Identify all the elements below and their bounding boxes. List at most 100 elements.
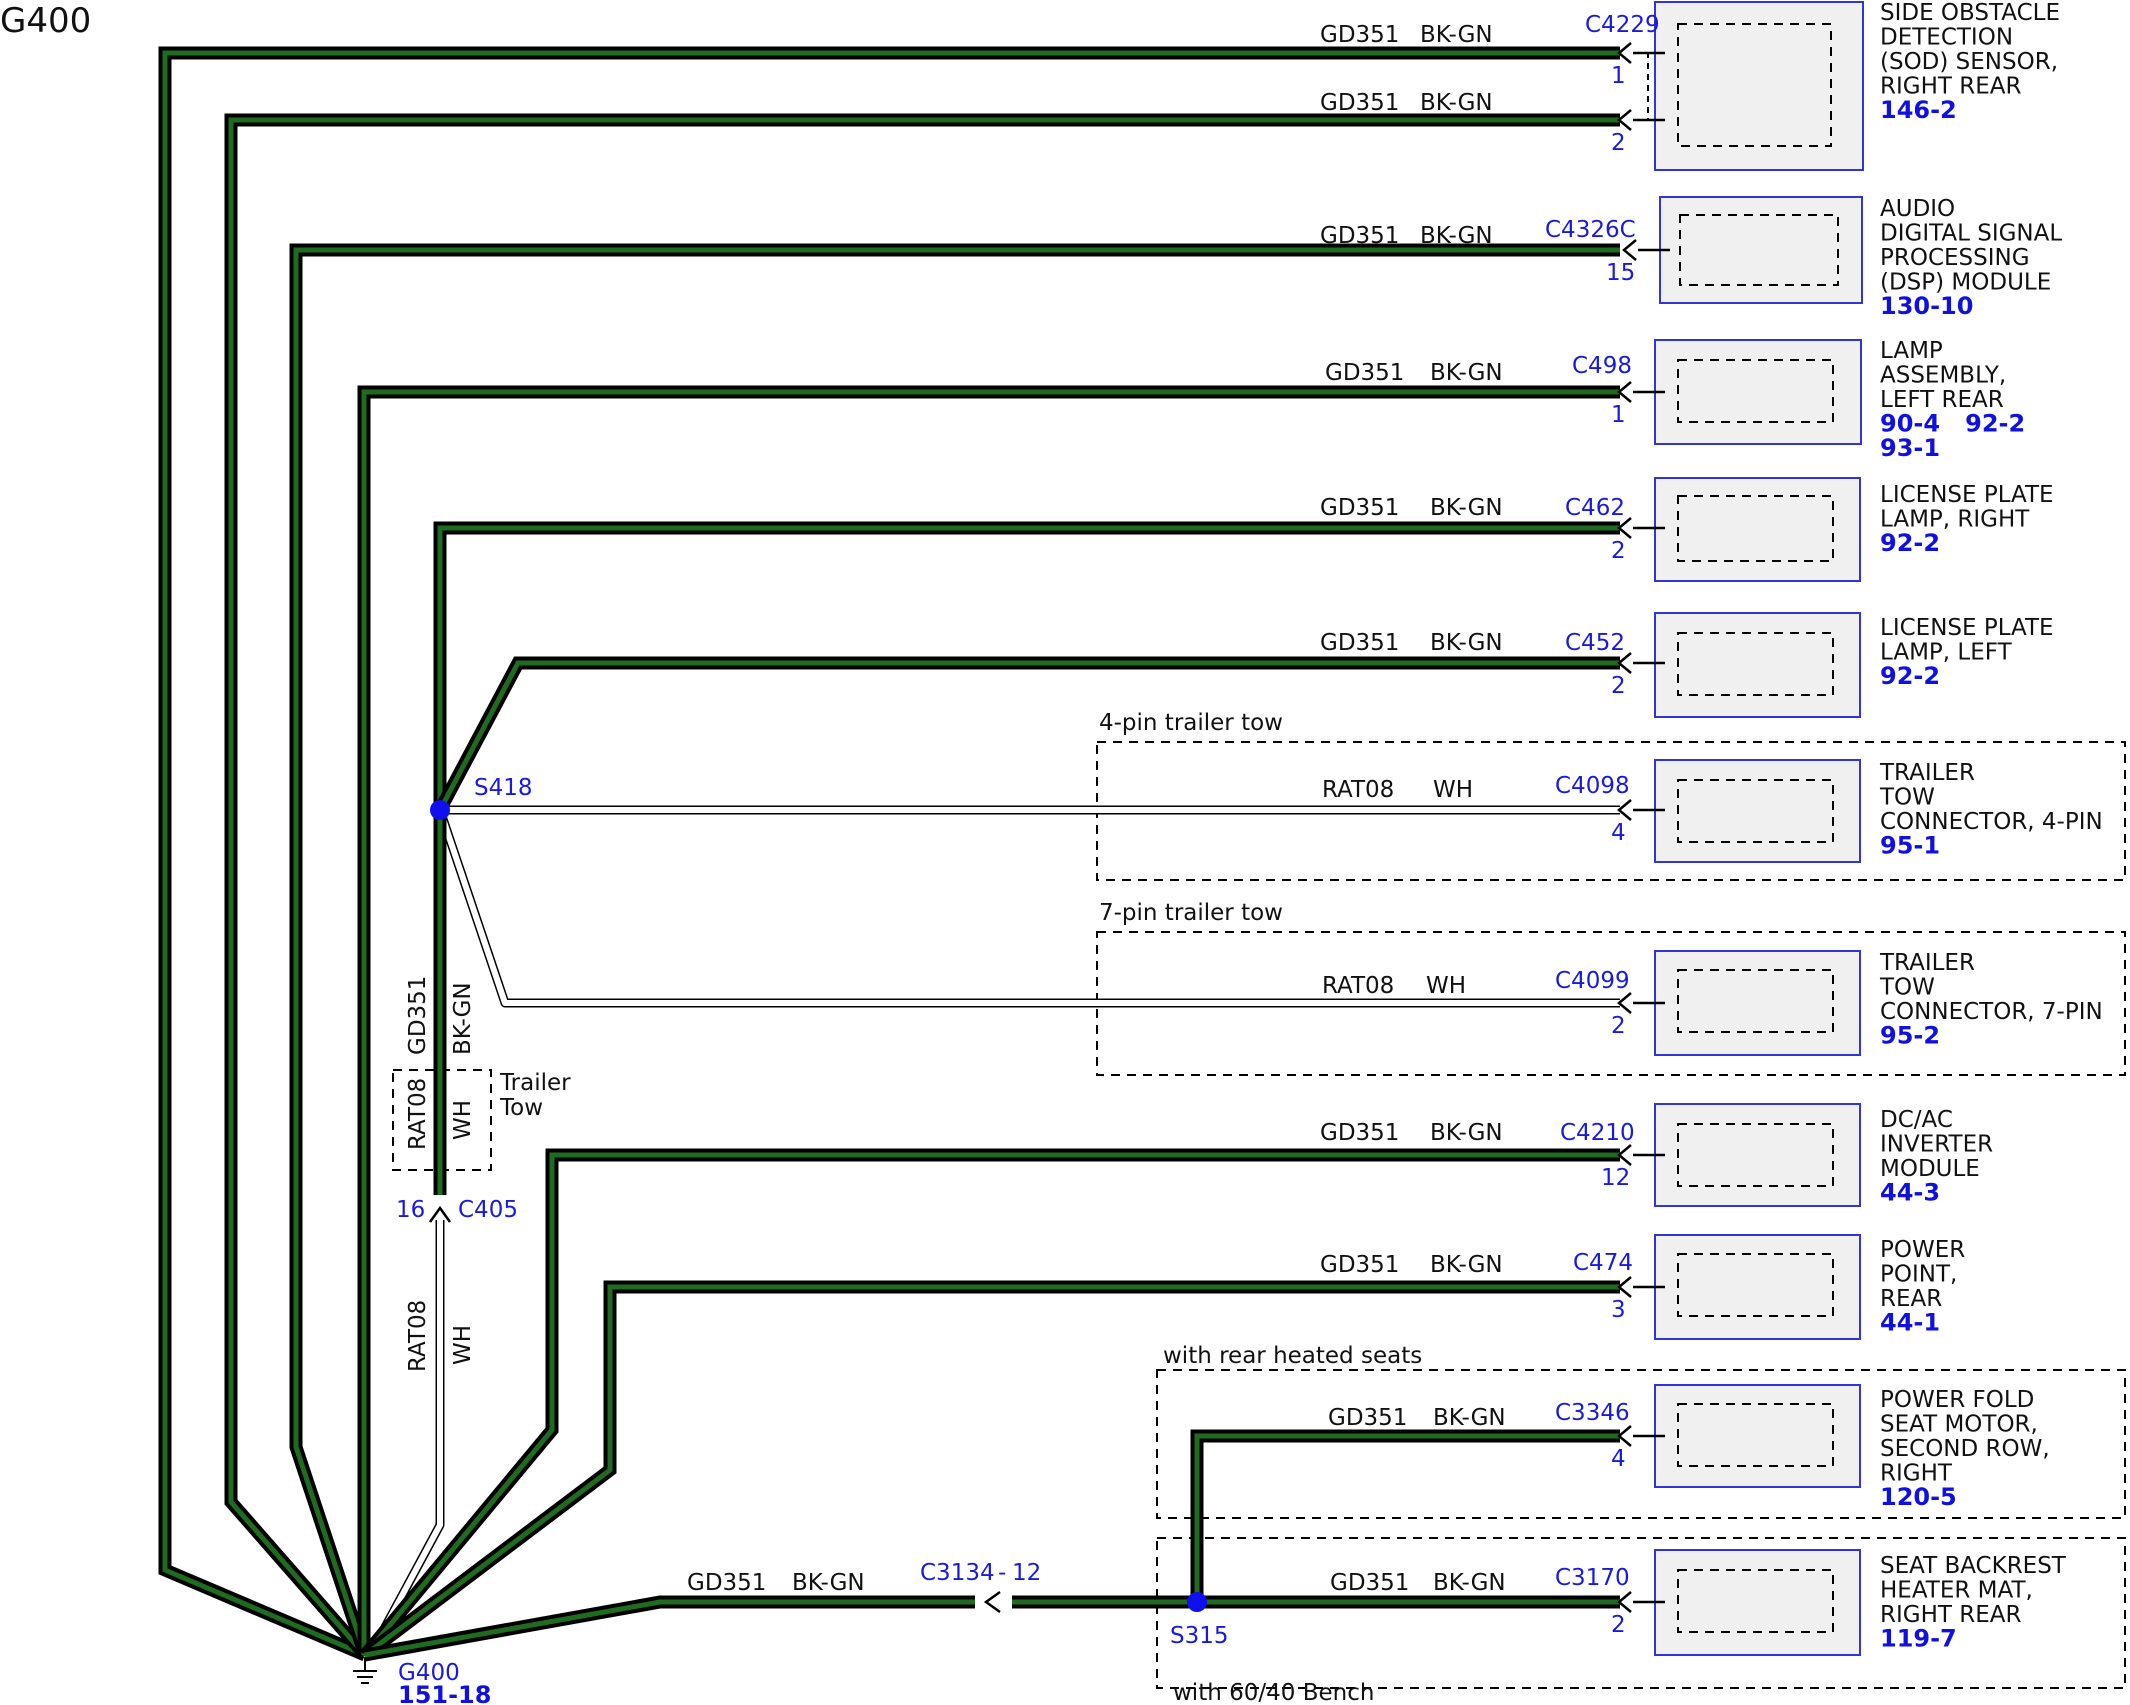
component-name-c3346-2: SEAT MOTOR, bbox=[1880, 1412, 2038, 1438]
component-ref-c474-1: 44-1 bbox=[1880, 1309, 1940, 1337]
option-label-4pin: 4-pin trailer tow bbox=[1099, 710, 1283, 736]
component-box-c3346 bbox=[1654, 1384, 1861, 1488]
component-name-c4098-3: CONNECTOR, 4-PIN bbox=[1880, 809, 2103, 835]
component-box-c4099 bbox=[1654, 950, 1861, 1056]
pin-number-c4229-2: 2 bbox=[1611, 130, 1626, 156]
c3134-pin: 12 bbox=[1012, 1560, 1041, 1586]
wire-id-c452-1: GD351 bbox=[1320, 630, 1399, 656]
component-ref-c498-2: 93-1 bbox=[1880, 434, 1940, 462]
c405-connector: C405 bbox=[458, 1197, 518, 1223]
component-ref-c3170-1: 119-7 bbox=[1880, 1625, 1957, 1653]
component-name-c4099-2: TOW bbox=[1879, 975, 1935, 1001]
component-name-c452-2: LAMP, LEFT bbox=[1880, 640, 2013, 666]
pin-number-c3346-1: 4 bbox=[1611, 1446, 1626, 1472]
component-name-c3170-1: SEAT BACKREST bbox=[1880, 1553, 2067, 1579]
connector-id-c4326c: C4326C bbox=[1545, 217, 1636, 243]
vertical-wire-trailer-label-lower: RAT08 bbox=[405, 1300, 431, 1372]
c3134-color: BK-GN bbox=[792, 1570, 865, 1596]
wire-id-c4229-1: GD351 bbox=[1320, 22, 1399, 48]
wire-c498 bbox=[357, 385, 1620, 1655]
pin-number-c462-1: 2 bbox=[1611, 538, 1626, 564]
wire-id-c498-1: GD351 bbox=[1325, 360, 1404, 386]
component-name-c4210-2: INVERTER bbox=[1880, 1132, 1993, 1158]
connector-id-c4210: C4210 bbox=[1560, 1120, 1635, 1146]
component-box-c474 bbox=[1654, 1234, 1861, 1340]
c405-connector-symbol bbox=[428, 1205, 452, 1223]
component-name-c4229-1: SIDE OBSTACLE bbox=[1880, 0, 2060, 26]
connector-arrow-c498-1 bbox=[1617, 381, 1632, 403]
wire-id-c4099-1: RAT08 bbox=[1322, 973, 1394, 999]
component-box-c4229 bbox=[1654, 1, 1864, 171]
wire-color-c4098-1: WH bbox=[1433, 777, 1473, 803]
component-inner-c4098 bbox=[1677, 779, 1834, 843]
component-ref-c452-1: 92-2 bbox=[1880, 662, 1940, 690]
component-box-c3170 bbox=[1654, 1549, 1861, 1656]
wire-c3134 bbox=[363, 1595, 975, 1662]
component-ref-c4098-1: 95-1 bbox=[1880, 832, 1940, 860]
connector-arrow-c452-1 bbox=[1617, 652, 1632, 674]
wire-id-c462-1: GD351 bbox=[1320, 495, 1399, 521]
component-name-c498-2: ASSEMBLY, bbox=[1880, 363, 2006, 389]
wire-color-c4326c-1: BK-GN bbox=[1420, 223, 1493, 249]
wire-color-c4210-1: BK-GN bbox=[1430, 1120, 1503, 1146]
component-name-c3346-4: RIGHT bbox=[1880, 1461, 1953, 1487]
connector-id-c4229: C4229 bbox=[1585, 12, 1660, 38]
component-name-c3346-3: SECOND ROW, bbox=[1880, 1436, 2050, 1462]
component-inner-c462 bbox=[1677, 495, 1834, 562]
component-name-c4229-4: RIGHT REAR bbox=[1880, 74, 2021, 100]
component-name-c474-1: POWER bbox=[1880, 1237, 1965, 1263]
wire-color-c498-1: BK-GN bbox=[1430, 360, 1503, 386]
pin-number-c498-1: 1 bbox=[1611, 402, 1626, 428]
wire-id-c3346-1: GD351 bbox=[1328, 1405, 1407, 1431]
component-ref-c462-1: 92-2 bbox=[1880, 529, 1940, 557]
component-ref-c4326c-1: 130-10 bbox=[1880, 292, 1973, 320]
pin-number-c4099-1: 2 bbox=[1611, 1013, 1626, 1039]
component-name-c3170-2: HEATER MAT, bbox=[1880, 1578, 2033, 1604]
connector-arrow-c3170-1 bbox=[1617, 1591, 1632, 1613]
connector-arrow-c4229-2 bbox=[1617, 109, 1632, 131]
component-ref-c498-1: 90-4 92-2 bbox=[1880, 410, 2025, 438]
option-box-7pin bbox=[1096, 931, 2126, 1076]
component-name-c4326c-4: (DSP) MODULE bbox=[1880, 270, 2051, 296]
connector-id-c4099: C4099 bbox=[1555, 968, 1630, 994]
component-name-c4210-3: MODULE bbox=[1880, 1156, 1980, 1182]
component-inner-c4099 bbox=[1677, 969, 1834, 1033]
option-label-trailer-tow-1: Trailer bbox=[499, 1070, 571, 1096]
component-name-c4098-2: TOW bbox=[1879, 785, 1935, 811]
option-label-7pin: 7-pin trailer tow bbox=[1099, 900, 1283, 926]
connector-id-c3346: C3346 bbox=[1555, 1400, 1630, 1426]
ground-symbol bbox=[353, 1657, 377, 1684]
c3134-separator: - bbox=[998, 1560, 1006, 1586]
option-label-bench: with 60/40 Bench bbox=[1173, 1680, 1374, 1705]
ground-wire-group bbox=[158, 46, 1620, 1662]
splice-s315 bbox=[1187, 1592, 1207, 1612]
component-box-c4326c bbox=[1659, 196, 1863, 304]
pin-number-c3170-1: 2 bbox=[1611, 1612, 1626, 1638]
vertical-wire-trailer-color-lower: WH bbox=[450, 1325, 476, 1365]
vertical-wire-trailer-label-upper: RAT08 bbox=[405, 1078, 431, 1150]
connector-id-c462: C462 bbox=[1565, 495, 1625, 521]
pin-number-c452-1: 2 bbox=[1611, 673, 1626, 699]
component-name-c4326c-3: PROCESSING bbox=[1880, 245, 2030, 271]
component-name-c4229-2: DETECTION bbox=[1880, 25, 2013, 51]
wire-id-c4210-1: GD351 bbox=[1320, 1120, 1399, 1146]
component-box-c4098 bbox=[1654, 759, 1861, 863]
component-box-c462 bbox=[1654, 477, 1861, 582]
wire-c462 bbox=[433, 521, 1620, 1195]
wire-color-c4229-2: BK-GN bbox=[1420, 90, 1493, 116]
connector-arrow-c3346-1 bbox=[1617, 1425, 1632, 1447]
connector-arrow-c4210-1 bbox=[1617, 1144, 1632, 1166]
wire-color-c4099-1: WH bbox=[1426, 973, 1466, 999]
component-name-c3346-1: POWER FOLD bbox=[1880, 1387, 2034, 1413]
splice-s418-label: S418 bbox=[474, 775, 533, 801]
